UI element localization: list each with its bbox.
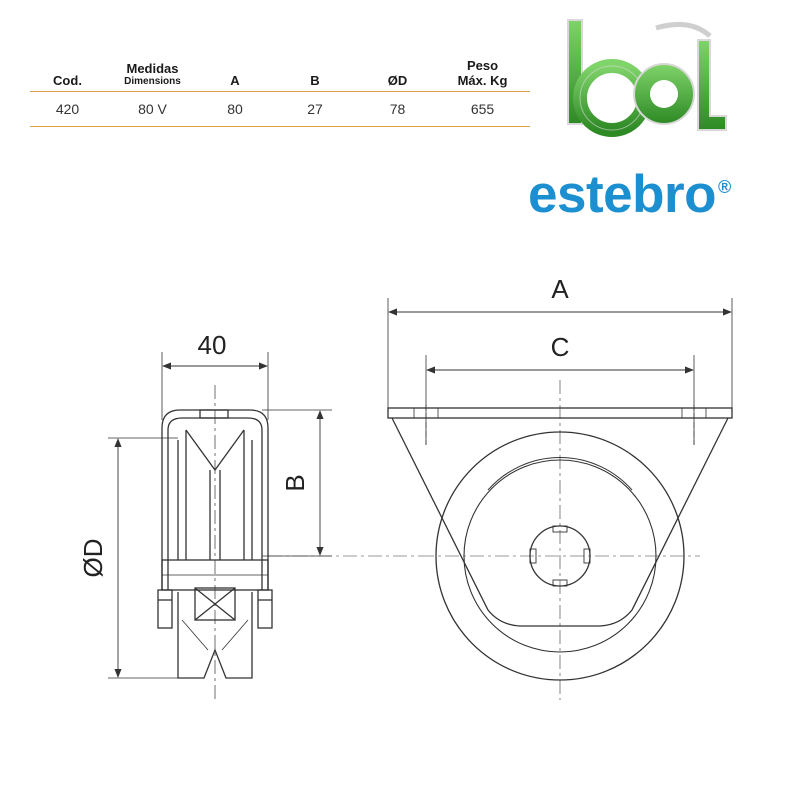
- side-view: [108, 352, 420, 700]
- header-peso-label: Peso: [466, 58, 499, 73]
- diameter-label: ØD: [78, 539, 108, 578]
- cell-b: 27: [307, 101, 323, 117]
- front-width-label: A: [551, 274, 569, 304]
- bal-logo: [567, 19, 727, 137]
- header-medidas: Medidas Dimensions: [105, 58, 200, 92]
- cell-peso: 655: [470, 101, 495, 117]
- cell-cod: 420: [55, 101, 80, 117]
- header-a: A: [230, 73, 240, 88]
- spec-header-row: Cod. Medidas Dimensions A B ØD Peso Máx.…: [30, 58, 530, 92]
- cell-medidas: 80 V: [138, 101, 167, 117]
- front-view: [387, 298, 733, 700]
- header-cod: Cod.: [53, 73, 82, 88]
- header-b: B: [310, 73, 320, 88]
- estebro-brand: estebro®: [528, 160, 731, 230]
- cell-d: 78: [389, 101, 406, 117]
- inner-width-label: C: [551, 332, 570, 362]
- brand-name: estebro: [528, 165, 716, 224]
- header-dimensions-label: Dimensions: [124, 76, 181, 87]
- registered-mark: ®: [717, 177, 731, 197]
- header-maxkg-label: Máx. Kg: [457, 73, 508, 88]
- table-row: 420 80 V 80 27 78 655: [30, 92, 530, 127]
- header-peso: Peso Máx. Kg: [435, 58, 530, 92]
- spec-table: Cod. Medidas Dimensions A B ØD Peso Máx.…: [30, 58, 530, 127]
- side-width-label: 40: [198, 330, 227, 360]
- header-d: ØD: [387, 73, 408, 88]
- header-medidas-label: Medidas: [126, 61, 179, 76]
- cell-a: 80: [227, 101, 243, 117]
- height-label: B: [280, 474, 310, 491]
